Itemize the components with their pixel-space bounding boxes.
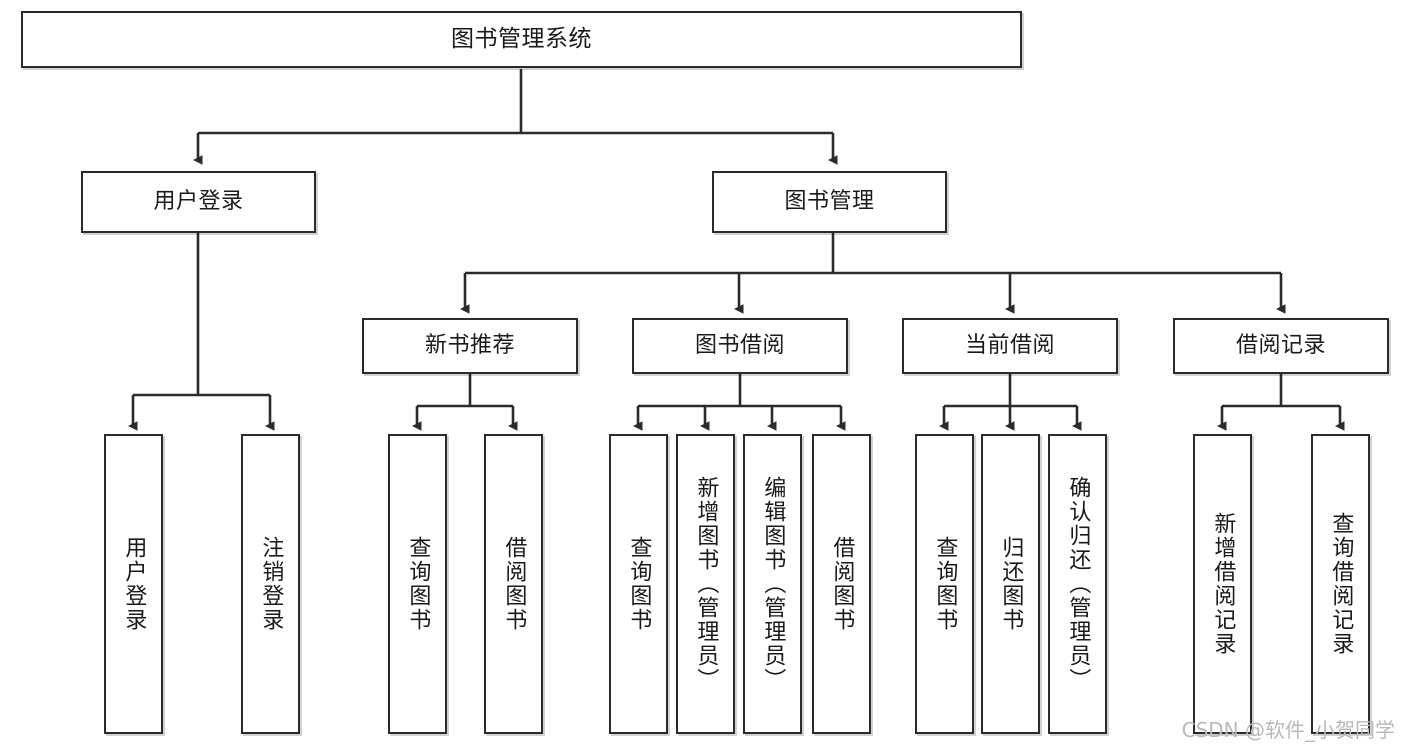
- leaf-edit-book-admin[interactable]: 编辑图书（管理员）: [743, 434, 802, 734]
- node-label: 借阅图书: [829, 536, 855, 632]
- leaf-query-book-recommendation[interactable]: 查询图书: [388, 434, 447, 734]
- node-label: 归还图书: [998, 536, 1024, 632]
- node-user-login[interactable]: 用户登录: [81, 171, 316, 233]
- node-label: 借阅记录: [1235, 332, 1326, 358]
- node-label: 查询图书: [626, 536, 652, 632]
- node-label: 用户登录: [121, 536, 147, 632]
- node-label: 图书管理系统: [451, 25, 592, 52]
- node-label: 新增借阅记录: [1210, 512, 1236, 656]
- node-label: 注销登录: [258, 536, 284, 632]
- node-book-management[interactable]: 图书管理: [712, 171, 947, 233]
- leaf-query-book-current[interactable]: 查询图书: [915, 434, 974, 734]
- watermark-text: CSDN @软件_小贺同学: [1181, 718, 1395, 742]
- node-label: 图书借阅: [694, 332, 785, 358]
- leaf-add-borrow-record[interactable]: 新增借阅记录: [1193, 434, 1252, 734]
- node-label: 编辑图书（管理员）: [760, 476, 786, 692]
- leaf-confirm-return-admin[interactable]: 确认归还（管理员）: [1048, 434, 1107, 734]
- leaf-query-borrow-record[interactable]: 查询借阅记录: [1311, 434, 1370, 734]
- leaf-borrow-book-recommendation[interactable]: 借阅图书: [484, 434, 543, 734]
- node-label: 新书推荐: [424, 332, 515, 358]
- node-label: 图书管理: [784, 188, 875, 214]
- leaf-borrow-book-borrowing[interactable]: 借阅图书: [812, 434, 871, 734]
- leaf-add-book-admin[interactable]: 新增图书（管理员）: [676, 434, 735, 734]
- node-label: 查询借阅记录: [1328, 512, 1354, 656]
- node-label: 用户登录: [153, 188, 244, 214]
- leaf-query-book-borrowing[interactable]: 查询图书: [609, 434, 668, 734]
- leaf-user-login[interactable]: 用户登录: [104, 434, 163, 734]
- node-current-borrowing[interactable]: 当前借阅: [902, 318, 1118, 374]
- node-new-book-recommendation[interactable]: 新书推荐: [362, 318, 578, 374]
- leaf-return-book[interactable]: 归还图书: [981, 434, 1040, 734]
- node-book-borrowing[interactable]: 图书借阅: [632, 318, 848, 374]
- node-label: 确认归还（管理员）: [1065, 476, 1091, 692]
- node-borrow-records[interactable]: 借阅记录: [1173, 318, 1389, 374]
- node-label: 借阅图书: [501, 536, 527, 632]
- node-label: 当前借阅: [964, 332, 1055, 358]
- node-label: 查询图书: [405, 536, 431, 632]
- node-label: 查询图书: [932, 536, 958, 632]
- node-label: 新增图书（管理员）: [693, 476, 719, 692]
- leaf-logout[interactable]: 注销登录: [241, 434, 300, 734]
- node-root-book-management-system[interactable]: 图书管理系统: [21, 11, 1022, 68]
